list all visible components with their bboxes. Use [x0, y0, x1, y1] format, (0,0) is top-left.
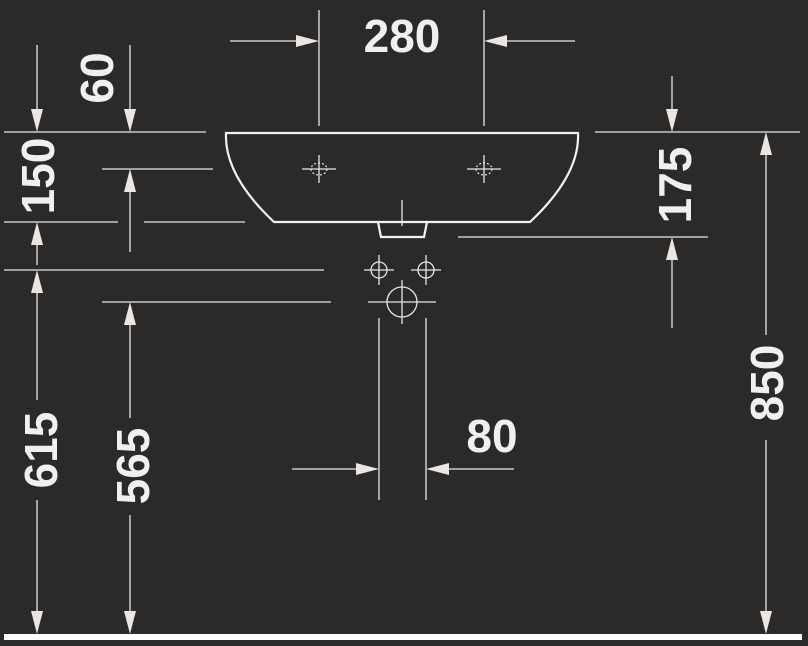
dim-175: 175 [458, 76, 800, 328]
dim-850-label: 850 [741, 345, 793, 422]
dim-565-label: 565 [107, 428, 159, 505]
dim-850: 850 [741, 132, 793, 634]
dim-60-label: 60 [71, 52, 123, 103]
fixing-hole-right [411, 255, 441, 285]
dim-280-label: 280 [364, 10, 441, 62]
dim-150-label: 150 [12, 138, 64, 215]
dim-565: 565 [102, 301, 331, 634]
waste-outlet [368, 280, 436, 324]
tap-hole-right-marker [467, 155, 501, 183]
basin-outlet-stub [376, 221, 429, 239]
dim-150: 150 [4, 45, 245, 265]
dim-280: 280 [230, 10, 575, 126]
dim-615: 615 [4, 269, 324, 634]
dim-60: 60 [4, 45, 213, 252]
tap-hole-left-marker [302, 155, 336, 183]
dim-615-label: 615 [15, 412, 67, 489]
dim-80-label: 80 [466, 410, 517, 462]
dim-80: 80 [292, 410, 518, 475]
fixing-hole-left [364, 255, 394, 285]
dim-175-label: 175 [649, 147, 701, 224]
basin-outline [224, 131, 580, 224]
